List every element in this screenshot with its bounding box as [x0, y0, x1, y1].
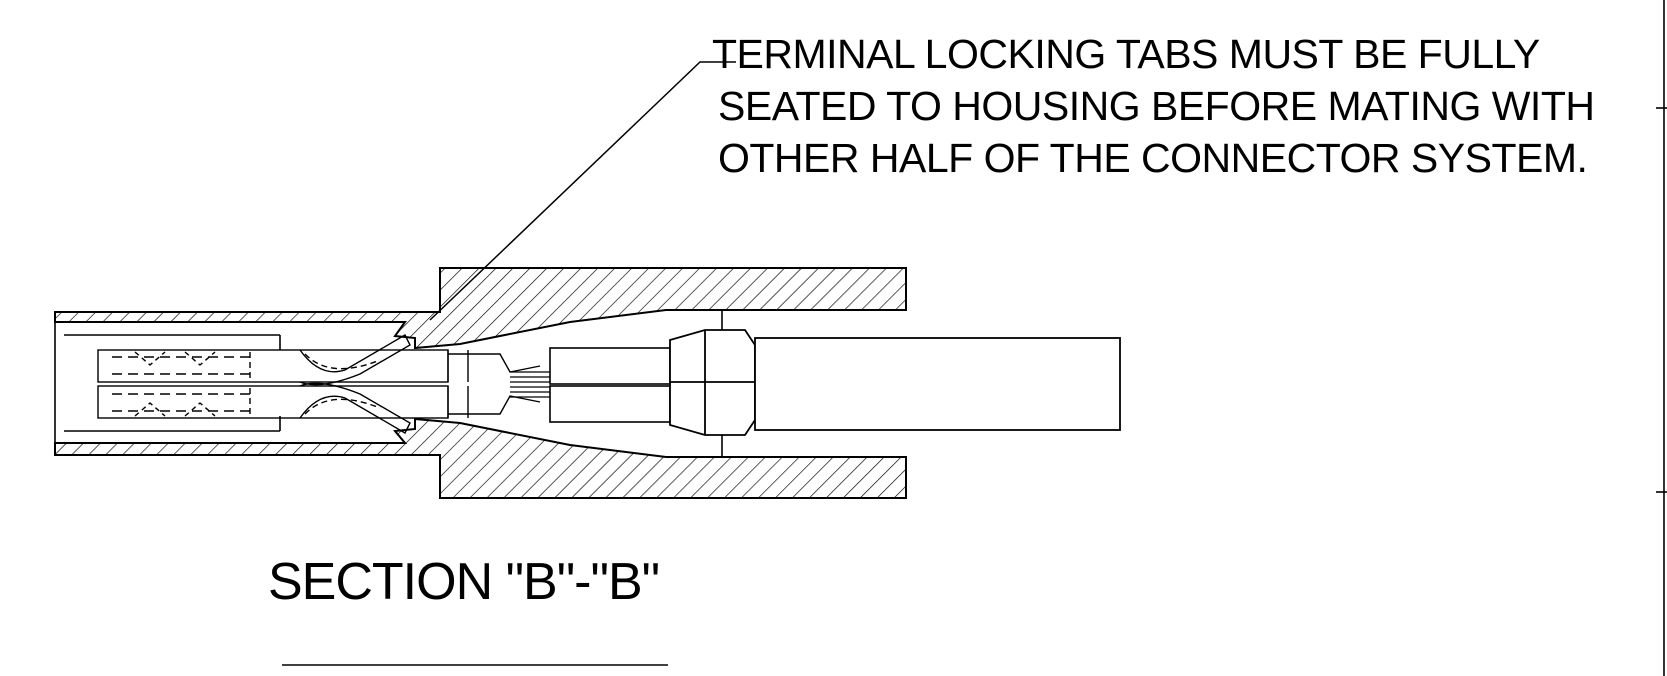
terminal-upper	[97, 334, 541, 386]
terminal-lower	[97, 382, 541, 434]
housing-bottom-wall	[54, 417, 907, 499]
cable-jacket	[754, 337, 1121, 431]
frame-border	[1656, 0, 1667, 676]
locking-tab-note: TERMINAL LOCKING TABS MUST BE FULLY SEAT…	[700, 28, 1595, 184]
note-line-2: SEATED TO HOUSING BEFORE MATING WITH	[718, 83, 1595, 129]
housing-section	[54, 267, 907, 499]
note-line-3: OTHER HALF OF THE CONNECTOR SYSTEM.	[718, 135, 1588, 181]
note-line-1: TERMINAL LOCKING TABS MUST BE FULLY	[712, 31, 1540, 77]
housing-top-wall	[54, 267, 907, 350]
section-title: SECTION "B"-"B"	[268, 553, 660, 611]
leader-line	[429, 61, 736, 321]
wire-strands	[510, 371, 550, 398]
wire-insulation	[549, 347, 671, 423]
grommet-seal	[669, 329, 756, 436]
